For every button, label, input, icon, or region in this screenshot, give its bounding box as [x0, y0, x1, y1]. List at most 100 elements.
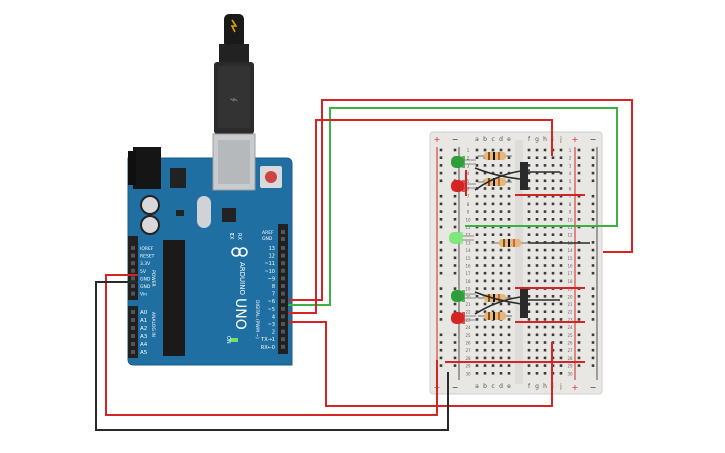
rail-hole[interactable] [591, 148, 595, 152]
breadboard-hole[interactable] [535, 364, 539, 367]
breadboard-hole[interactable] [543, 233, 547, 236]
breadboard-hole[interactable] [535, 295, 539, 298]
breadboard-hole[interactable] [507, 179, 511, 183]
breadboard-hole[interactable] [483, 356, 487, 360]
breadboard-hole[interactable] [507, 302, 511, 306]
breadboard-hole[interactable] [543, 295, 547, 298]
breadboard-hole[interactable] [483, 218, 487, 221]
breadboard-hole[interactable] [527, 194, 531, 198]
breadboard-hole[interactable] [559, 264, 563, 267]
breadboard-hole[interactable] [507, 287, 511, 290]
breadboard-hole[interactable] [527, 241, 531, 244]
rail-hole[interactable] [577, 202, 581, 206]
breadboard-hole[interactable] [559, 333, 563, 337]
header-pin[interactable] [131, 326, 135, 330]
breadboard-hole[interactable] [543, 202, 547, 206]
breadboard-hole[interactable] [491, 356, 495, 360]
rail-hole[interactable] [577, 302, 581, 306]
rail-hole[interactable] [439, 341, 443, 344]
rail-hole[interactable] [439, 318, 443, 321]
breadboard-hole[interactable] [535, 248, 539, 252]
breadboard-hole[interactable] [535, 348, 539, 352]
rail-hole[interactable] [439, 248, 443, 252]
breadboard-hole[interactable] [499, 218, 503, 221]
breadboard-hole[interactable] [491, 256, 495, 260]
rail-hole[interactable] [439, 148, 443, 152]
breadboard-hole[interactable] [475, 202, 479, 206]
breadboard-hole[interactable] [507, 164, 511, 167]
breadboard-hole[interactable] [507, 325, 511, 329]
breadboard-hole[interactable] [559, 233, 563, 236]
header-pin[interactable] [131, 276, 135, 281]
breadboard-hole[interactable] [483, 202, 487, 206]
rail-hole[interactable] [577, 318, 581, 321]
breadboard-hole[interactable] [527, 218, 531, 221]
rail-hole[interactable] [591, 202, 595, 206]
rail-hole[interactable] [591, 248, 595, 252]
breadboard-hole[interactable] [551, 218, 555, 221]
rail-hole[interactable] [577, 341, 581, 344]
breadboard-hole[interactable] [527, 333, 531, 337]
rail-hole[interactable] [591, 318, 595, 321]
breadboard-hole[interactable] [499, 279, 503, 283]
breadboard-hole[interactable] [499, 341, 503, 344]
rail-hole[interactable] [577, 210, 581, 213]
breadboard-hole[interactable] [543, 318, 547, 321]
breadboard-hole[interactable] [543, 156, 547, 159]
header-pin[interactable] [281, 246, 285, 250]
breadboard-hole[interactable] [507, 233, 511, 236]
breadboard-hole[interactable] [491, 325, 495, 329]
breadboard-hole[interactable] [483, 279, 487, 283]
breadboard-hole[interactable] [551, 264, 555, 267]
breadboard-hole[interactable] [507, 348, 511, 352]
rail-hole[interactable] [439, 348, 443, 352]
breadboard-hole[interactable] [543, 333, 547, 337]
header-pin[interactable] [131, 350, 135, 354]
breadboard-hole[interactable] [475, 256, 479, 260]
breadboard-hole[interactable] [527, 256, 531, 260]
rail-hole[interactable] [453, 225, 457, 229]
breadboard-hole[interactable] [535, 233, 539, 236]
breadboard-hole[interactable] [499, 233, 503, 236]
breadboard-hole[interactable] [535, 279, 539, 283]
breadboard-hole[interactable] [559, 156, 563, 159]
breadboard-hole[interactable] [543, 264, 547, 267]
led-green-1[interactable] [451, 156, 476, 168]
breadboard-hole[interactable] [499, 333, 503, 337]
resistor-5[interactable] [478, 312, 512, 320]
breadboard-hole[interactable] [483, 325, 487, 329]
breadboard-hole[interactable] [559, 271, 563, 275]
breadboard-hole[interactable] [507, 333, 511, 337]
breadboard-hole[interactable] [559, 341, 563, 344]
breadboard-hole[interactable] [559, 187, 563, 190]
breadboard-hole[interactable] [559, 202, 563, 206]
rail-hole[interactable] [591, 218, 595, 221]
rail-hole[interactable] [439, 164, 443, 167]
breadboard-hole[interactable] [527, 210, 531, 213]
breadboard-hole[interactable] [527, 364, 531, 367]
breadboard-hole[interactable] [543, 341, 547, 344]
breadboard-hole[interactable] [551, 256, 555, 260]
breadboard-hole[interactable] [491, 171, 495, 175]
breadboard-hole[interactable] [507, 271, 511, 275]
breadboard-hole[interactable] [551, 202, 555, 206]
breadboard-hole[interactable] [543, 271, 547, 275]
breadboard-hole[interactable] [559, 302, 563, 306]
header-pin[interactable] [281, 268, 285, 273]
breadboard-hole[interactable] [491, 348, 495, 352]
breadboard-hole[interactable] [543, 218, 547, 221]
breadboard-hole[interactable] [535, 264, 539, 267]
breadboard-hole[interactable] [559, 256, 563, 260]
breadboard-hole[interactable] [483, 194, 487, 198]
breadboard-hole[interactable] [499, 271, 503, 275]
header-pin[interactable] [281, 329, 285, 334]
breadboard-hole[interactable] [551, 194, 555, 198]
rail-hole[interactable] [577, 256, 581, 260]
rail-hole[interactable] [439, 210, 443, 213]
breadboard-hole[interactable] [499, 287, 503, 290]
breadboard-hole[interactable] [475, 194, 479, 198]
rail-hole[interactable] [577, 171, 581, 175]
breadboard-hole[interactable] [527, 348, 531, 352]
rail-hole[interactable] [591, 164, 595, 167]
breadboard-hole[interactable] [499, 148, 503, 152]
